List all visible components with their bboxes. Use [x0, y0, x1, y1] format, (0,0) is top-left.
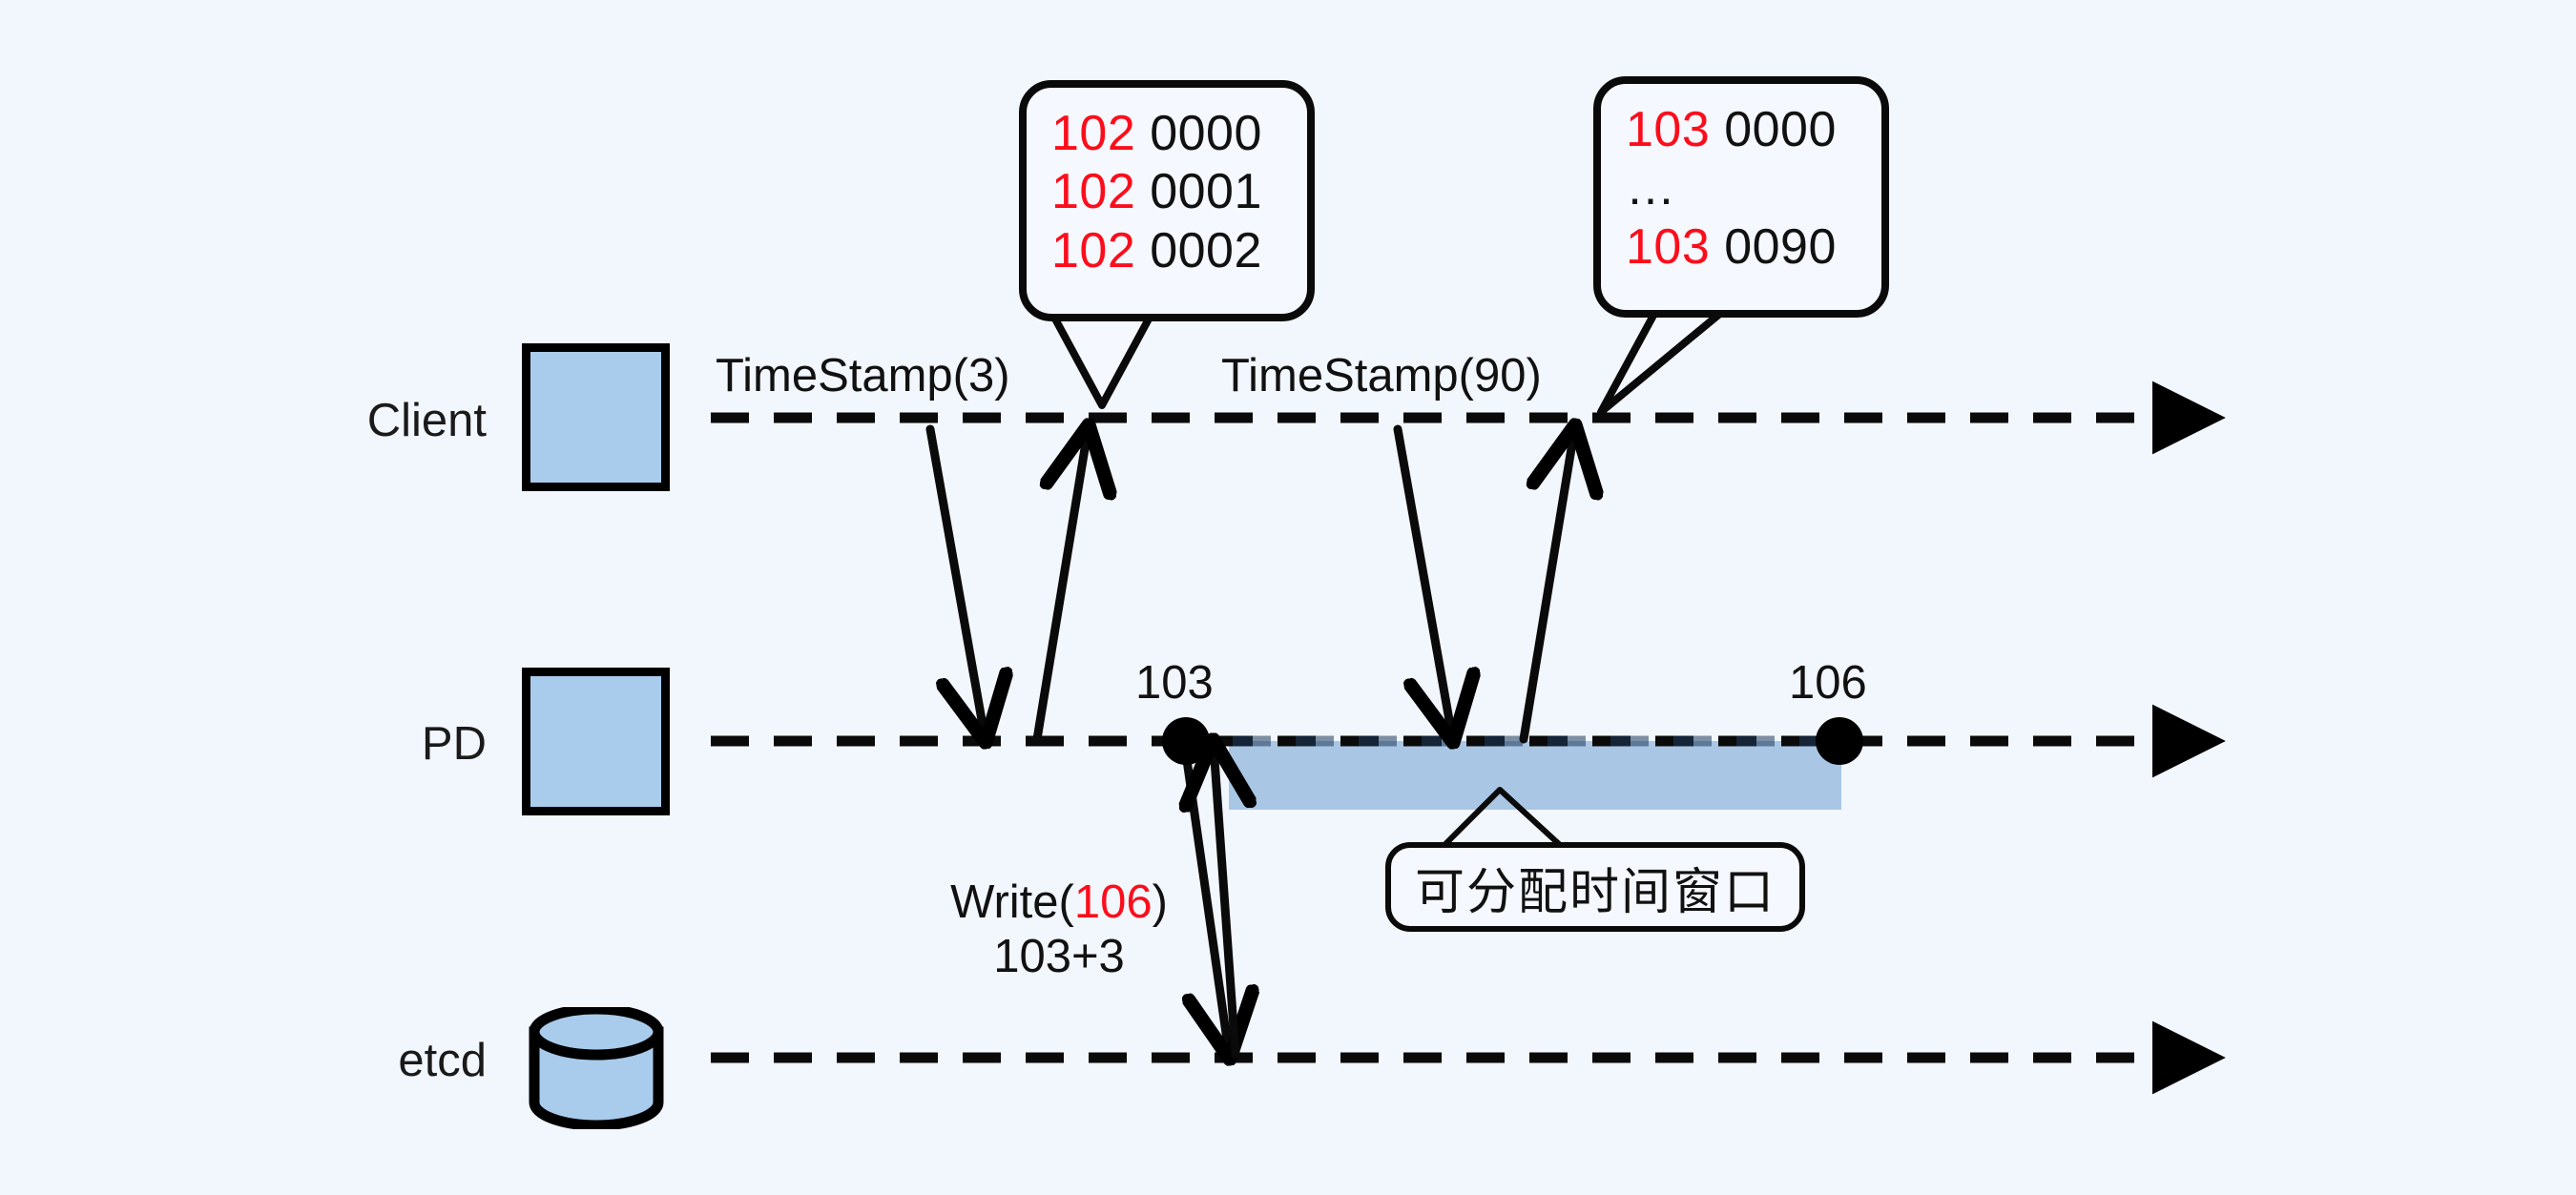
callout-103-tail [1597, 308, 1726, 416]
annotation-write-label: Write(106) [916, 876, 1202, 929]
write-label-prefix: Write( [950, 876, 1074, 928]
callout-ts-suffix: 0090 [1724, 218, 1837, 275]
window-note-leader [1443, 787, 1562, 847]
arrow-client-to-pd-2 [1393, 424, 1452, 736]
callout-bubble-102: 102 0000 102 0001 102 0002 [1019, 80, 1315, 321]
square-node-icon-pd [522, 668, 670, 815]
annotation-timestamp-request-1: TimeStamp(3) [716, 350, 1010, 402]
database-cylinder-icon-etcd [525, 1003, 668, 1131]
pd-point-label-106: 106 [1789, 657, 1867, 709]
callout-row: 102 0002 [1051, 222, 1282, 280]
callout-bubble-103: 103 0000 … 103 0090 [1593, 76, 1889, 318]
callout-ts-suffix: 0002 [1150, 222, 1262, 278]
lane-label-etcd: etcd [398, 1035, 487, 1086]
callout-ts-value: 103 [1626, 218, 1711, 275]
callout-ts-suffix: 0000 [1150, 106, 1262, 161]
callout-ts-value: 102 [1051, 106, 1136, 161]
write-label-suffix: ) [1152, 876, 1168, 928]
arrow-etcd-to-pd-ack [1214, 746, 1236, 1060]
lane-label-client: Client [366, 395, 487, 446]
callout-102-tail [1048, 308, 1156, 409]
callout-ts-ellipsis: … [1626, 160, 1676, 216]
pd-point-dot-106 [1816, 717, 1863, 765]
callout-row: 102 0000 [1051, 105, 1282, 163]
callout-ts-value: 103 [1626, 102, 1711, 157]
allocatable-window-note-box: 可分配时间窗口 [1385, 842, 1805, 932]
callout-row: 103 0000 [1626, 101, 1857, 159]
callout-row: 103 0090 [1626, 218, 1857, 277]
arrow-client-to-pd-1 [925, 424, 985, 736]
annotation-write-calc: 103+3 [993, 931, 1125, 982]
square-node-icon-client [522, 343, 670, 491]
lane-label-pd: PD [421, 718, 487, 770]
pd-point-label-103: 103 [1135, 657, 1214, 709]
arrow-pd-to-client-2 [1519, 431, 1574, 744]
arrow-pd-to-client-1 [1032, 431, 1088, 744]
callout-row: 102 0001 [1051, 163, 1282, 221]
write-label-value: 106 [1073, 876, 1153, 928]
callout-ts-value: 102 [1051, 164, 1136, 220]
callout-ts-value: 102 [1051, 222, 1136, 278]
callout-row: … [1626, 159, 1857, 217]
allocatable-window-band [1229, 741, 1841, 810]
pd-point-dot-103 [1162, 717, 1210, 765]
callout-ts-suffix: 0000 [1724, 102, 1837, 157]
callout-ts-suffix: 0001 [1150, 164, 1262, 220]
annotation-timestamp-request-2: TimeStamp(90) [1221, 350, 1542, 402]
